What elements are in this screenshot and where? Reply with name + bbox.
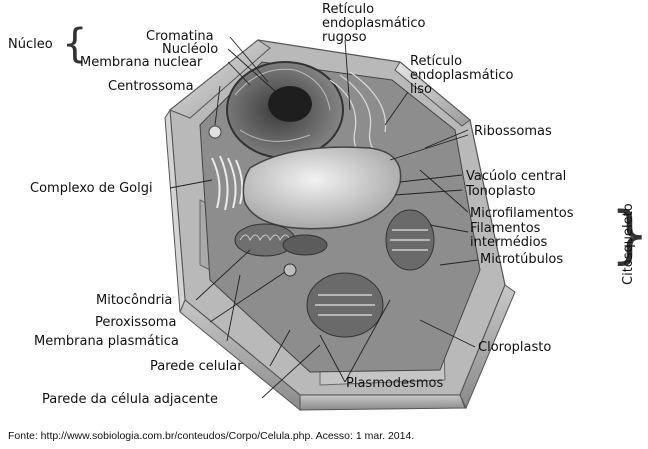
label-centrossoma: Centrossoma <box>108 79 194 94</box>
label-mitocondria: Mitocôndria <box>96 293 173 308</box>
nucleo-brace: { <box>62 21 88 67</box>
chloroplasts <box>282 209 435 338</box>
peroxisome <box>283 263 297 277</box>
label-filamentos: Filamentos intermédios <box>470 222 547 250</box>
label-plasmodesmos: Plasmodesmos <box>346 376 444 391</box>
citosqueleto-brace: } <box>610 198 648 271</box>
label-parede-adjacente: Parede da célula adjacente <box>42 392 218 407</box>
label-reticulo-rugoso: Retículo endoplasmático rugoso <box>322 3 426 45</box>
label-ribossomas: Ribossomas <box>474 124 552 139</box>
label-citosqueleto: Citosqueleto <box>621 203 636 285</box>
centrosome <box>208 125 222 139</box>
golgi-apparatus <box>211 155 244 211</box>
label-peroxissoma: Peroxissoma <box>95 315 177 330</box>
source-caption: Fonte: http://www.sobiologia.com.br/cont… <box>8 430 415 442</box>
reticulo-rugoso-line-2: endoplasmático <box>322 16 426 31</box>
label-tonoplasto: Tonoplasto <box>466 184 536 199</box>
label-microfilamentos: Microfilamentos <box>470 206 574 221</box>
reticulo-liso-line-1: Retículo <box>410 54 463 69</box>
label-reticulo-liso: Retículo endoplasmático liso <box>410 55 514 97</box>
filamentos-line-1: Filamentos <box>470 221 541 236</box>
label-membrana-nuclear: Membrana nuclear <box>80 55 203 70</box>
reticulo-liso-line-3: liso <box>410 82 432 97</box>
leader-lines <box>169 36 479 399</box>
label-nucleo: Núcleo <box>8 37 53 52</box>
central-vacuole <box>242 146 402 230</box>
label-cromatina: Cromatina <box>146 29 214 44</box>
reticulo-liso-line-2: endoplasmático <box>410 68 514 83</box>
label-nucleolo: Nucléolo <box>162 42 219 57</box>
filamentos-line-2: intermédios <box>470 235 548 250</box>
reticulo-rugoso-line-3: rugoso <box>322 30 367 45</box>
label-golgi: Complexo de Golgi <box>30 181 153 196</box>
label-membrana-plasmatica: Membrana plasmática <box>34 334 179 349</box>
label-cloroplasto: Cloroplasto <box>478 340 552 355</box>
reticulo-rugoso-line-1: Retículo <box>322 2 375 17</box>
mitochondria <box>234 223 296 257</box>
label-microtubulos: Microtúbulos <box>480 252 564 267</box>
label-parede-celular: Parede celular <box>150 359 243 374</box>
nucleus <box>226 61 344 159</box>
label-vacuolo: Vacúolo central <box>466 169 567 184</box>
